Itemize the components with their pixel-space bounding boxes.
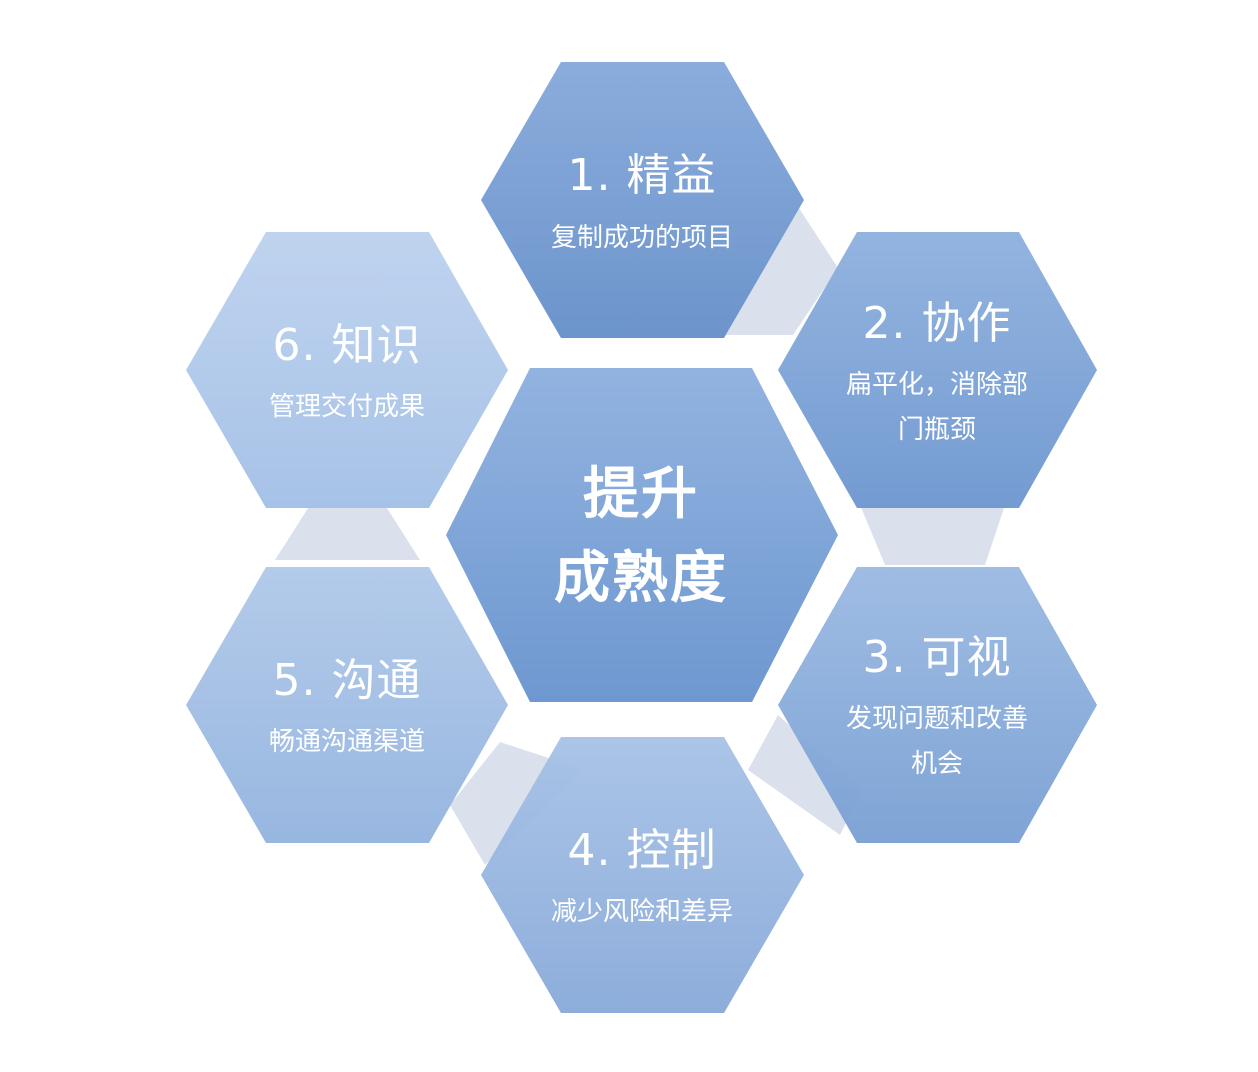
hexagon-visibility-shape xyxy=(778,567,1097,843)
hexagon-visibility-subtitle-line2: 机会 xyxy=(911,749,963,779)
hexagon-communication-subtitle: 畅通沟通渠道 xyxy=(269,727,425,757)
hexagon-communication-title: 5. 沟通 xyxy=(273,655,422,706)
hexagon-lean-title: 1. 精益 xyxy=(568,150,717,201)
hexagon-collaboration-title: 2. 协作 xyxy=(863,298,1012,349)
hexagon-visibility: 3. 可视 发现问题和改善 机会 xyxy=(778,567,1097,843)
hexagon-lean: 1. 精益 复制成功的项目 xyxy=(481,62,804,338)
center-title-line1: 提升 xyxy=(583,462,699,527)
hexagon-collaboration: 2. 协作 扁平化，消除部 门瓶颈 xyxy=(778,232,1097,508)
connector-collaboration-visibility xyxy=(860,505,1005,565)
hexagon-collaboration-subtitle-line2: 门瓶颈 xyxy=(898,415,976,445)
connector-visibility-control xyxy=(748,715,862,835)
hexagon-visibility-title: 3. 可视 xyxy=(863,632,1012,683)
hexagon-control-subtitle: 减少风险和差异 xyxy=(551,897,733,927)
connector-lean-collaboration xyxy=(726,205,838,335)
hexagon-communication-shape xyxy=(186,567,508,843)
hexagon-lean-subtitle: 复制成功的项目 xyxy=(551,223,733,253)
hexagon-knowledge-shape xyxy=(186,232,508,508)
connector-communication-knowledge xyxy=(275,505,420,560)
hexagon-control-title: 4. 控制 xyxy=(568,825,717,876)
hexagon-control: 4. 控制 减少风险和差异 xyxy=(481,737,804,1013)
hexagon-lean-shape xyxy=(481,62,804,338)
center-title-line2: 成熟度 xyxy=(554,546,728,611)
hexagon-visibility-subtitle-line1: 发现问题和改善 xyxy=(846,704,1028,734)
hexagon-collaboration-shape xyxy=(778,232,1097,508)
hexagon-center-shape xyxy=(446,368,838,702)
hexagon-knowledge: 6. 知识 管理交付成果 xyxy=(186,232,508,508)
hexagon-knowledge-title: 6. 知识 xyxy=(273,320,422,371)
hexagon-communication: 5. 沟通 畅通沟通渠道 xyxy=(186,567,508,843)
connectors xyxy=(275,205,1005,865)
hexagon-collaboration-subtitle-line1: 扁平化，消除部 xyxy=(846,370,1028,400)
hexagon-knowledge-subtitle: 管理交付成果 xyxy=(269,392,425,422)
hexagon-center: 提升 成熟度 xyxy=(446,368,838,702)
hexagon-control-shape xyxy=(481,737,804,1013)
